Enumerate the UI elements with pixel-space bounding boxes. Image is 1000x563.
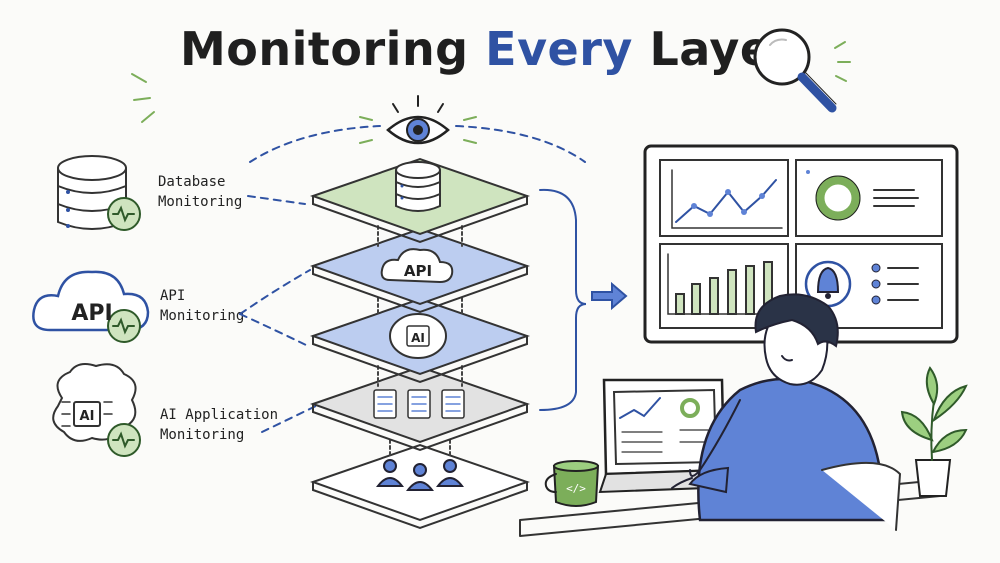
stack-bracket <box>539 188 587 411</box>
layer-ai <box>309 297 531 384</box>
title-word-monitoring: Monitoring <box>180 22 469 76</box>
connector-api <box>239 269 311 346</box>
donut-chart-widget <box>806 170 919 221</box>
connector-ai <box>261 404 319 433</box>
potted-plant <box>900 366 968 497</box>
alerts-widget <box>804 260 919 308</box>
label-line: AI Application <box>160 407 279 423</box>
mug-code-text: </> <box>566 482 586 495</box>
label-line: Monitoring <box>158 194 243 210</box>
arrow-right-icon <box>591 281 628 311</box>
api-cloud-icon <box>32 270 150 343</box>
label-api-monitoring: API Monitoring <box>160 286 244 326</box>
accent-marks <box>131 73 155 123</box>
watch-arc-right <box>455 125 586 163</box>
layer-application <box>309 365 531 452</box>
database-server-icon <box>57 155 141 231</box>
ai-icon-text: AI <box>80 409 95 424</box>
stack-api-text: API <box>404 262 432 280</box>
person-working <box>671 293 886 522</box>
label-line: API <box>160 288 186 304</box>
stack-ai-text: AI <box>411 331 425 345</box>
label-database-monitoring: Database Monitoring <box>158 172 242 212</box>
api-icon-text: API <box>71 301 112 326</box>
chair <box>821 461 902 531</box>
title-word-every: Every <box>485 22 633 76</box>
label-line: Monitoring <box>160 308 245 324</box>
line-chart-widget <box>671 169 783 229</box>
layer-api <box>309 227 531 314</box>
database-icon <box>395 161 441 212</box>
ai-brain-icon <box>52 363 141 457</box>
connector-database <box>247 195 306 205</box>
cloud-icon <box>380 248 454 284</box>
layer-database <box>309 157 531 244</box>
label-line: Monitoring <box>160 427 245 443</box>
layer-users <box>309 443 531 530</box>
watch-arc-left <box>249 125 381 163</box>
magnifying-glass-icon <box>753 28 851 113</box>
label-line: Database <box>158 174 226 190</box>
eye-icon <box>359 95 477 145</box>
coffee-mug <box>544 460 600 507</box>
label-ai-application-monitoring: AI Application Monitoring <box>160 405 278 445</box>
